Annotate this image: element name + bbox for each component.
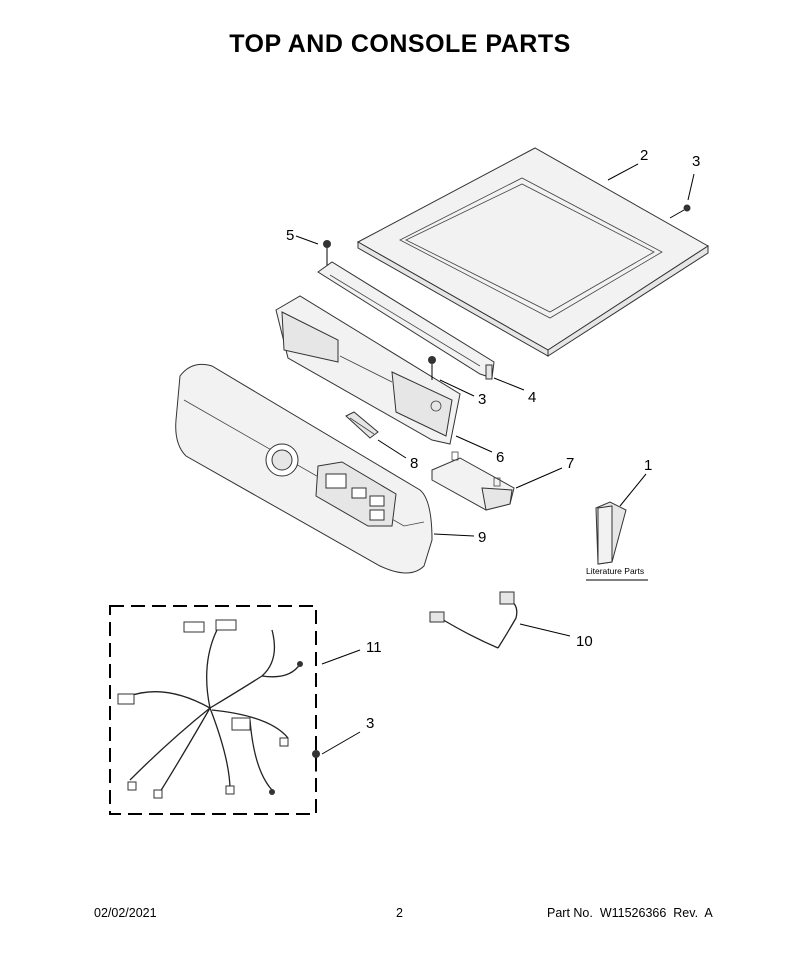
callout-3-top: 3 bbox=[692, 153, 700, 170]
callout-9: 9 bbox=[478, 529, 486, 546]
wiring-harness bbox=[109, 605, 317, 815]
console-panel bbox=[175, 363, 433, 574]
literature-booklet bbox=[586, 501, 648, 581]
ribbon-cable bbox=[345, 411, 379, 439]
screw-top-right bbox=[669, 204, 691, 219]
callout-3-mid: 3 bbox=[478, 391, 486, 408]
callout-4: 4 bbox=[528, 389, 536, 406]
callout-6: 6 bbox=[496, 449, 504, 466]
footer-part-number: W11526366 bbox=[599, 906, 667, 920]
callout-3-bottom: 3 bbox=[366, 715, 374, 732]
callout-10: 10 bbox=[576, 633, 593, 650]
footer-date: 02/02/2021 bbox=[94, 906, 157, 920]
footer-rev-label: Rev. bbox=[673, 906, 699, 920]
callout-7: 7 bbox=[566, 455, 574, 472]
footer-part-info: Part No. W11526366 Rev. A bbox=[547, 906, 713, 920]
control-module bbox=[431, 451, 515, 511]
callout-8: 8 bbox=[410, 455, 418, 472]
screw-mid bbox=[428, 356, 436, 380]
top-panel bbox=[356, 147, 709, 357]
callout-1: 1 bbox=[644, 457, 652, 474]
footer-rev: A bbox=[704, 906, 713, 920]
callout-5: 5 bbox=[286, 227, 294, 244]
power-cord bbox=[429, 591, 518, 649]
page-title: TOP AND CONSOLE PARTS bbox=[229, 30, 571, 58]
footer-part-label: Part No. bbox=[547, 906, 593, 920]
callout-11: 11 bbox=[366, 639, 382, 656]
console-bracket bbox=[317, 261, 495, 380]
screw-bottom bbox=[312, 750, 320, 772]
literature-label: Literature Parts bbox=[586, 566, 644, 576]
console-frame bbox=[275, 295, 461, 445]
leader-lines bbox=[295, 163, 695, 755]
callout-2: 2 bbox=[640, 147, 648, 164]
footer-page-number: 2 bbox=[396, 906, 403, 920]
